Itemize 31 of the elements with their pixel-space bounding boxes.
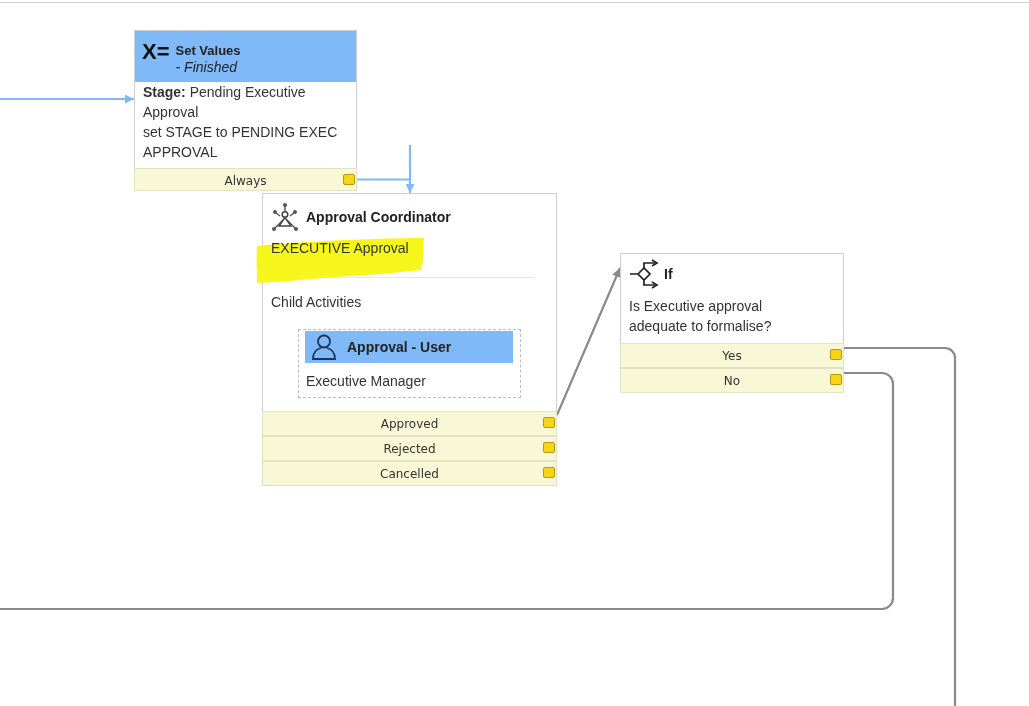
- assign-glyph: X=: [142, 40, 170, 64]
- body-text: Is Executive approval adequate to formalise?: [629, 297, 773, 336]
- child-activity-box: [298, 329, 521, 398]
- body-text: set STAGE to PENDING EXEC APPROVAL: [143, 123, 339, 162]
- outcome-band: [262, 461, 557, 486]
- activity-title: Approval - User: [347, 338, 452, 357]
- outcome-band: [262, 436, 557, 461]
- outcome-label: Yes: [722, 347, 742, 364]
- arrow: [556, 267, 621, 416]
- section-heading: Child Activities: [271, 293, 362, 311]
- body-text: Executive Manager: [306, 372, 426, 391]
- arrow: [0, 94, 134, 104]
- decision-card: [620, 253, 844, 393]
- outcome-band: [620, 343, 844, 368]
- outcome-label: Always: [224, 172, 267, 189]
- activity-title: Set Values: [175, 43, 241, 59]
- outcome-label: No: [723, 372, 741, 389]
- outcome-label: Cancelled: [380, 465, 439, 482]
- activity-card: [134, 30, 357, 191]
- connector-line: [844, 346, 957, 706]
- outcome-band: [262, 411, 557, 436]
- status-text: - Finished: [175, 59, 237, 76]
- outcome-label: Rejected: [383, 440, 436, 457]
- connector-line: [0, 371, 895, 611]
- arrow: [357, 143, 415, 193]
- activity-title: Approval Coordinator: [306, 208, 451, 227]
- highlighted-text: EXECUTIVE Approval: [271, 239, 409, 257]
- outcome-band: [134, 168, 357, 191]
- outcome-label: Approved: [380, 415, 439, 432]
- outcome-band: [620, 368, 844, 393]
- activity-title: If: [664, 265, 673, 284]
